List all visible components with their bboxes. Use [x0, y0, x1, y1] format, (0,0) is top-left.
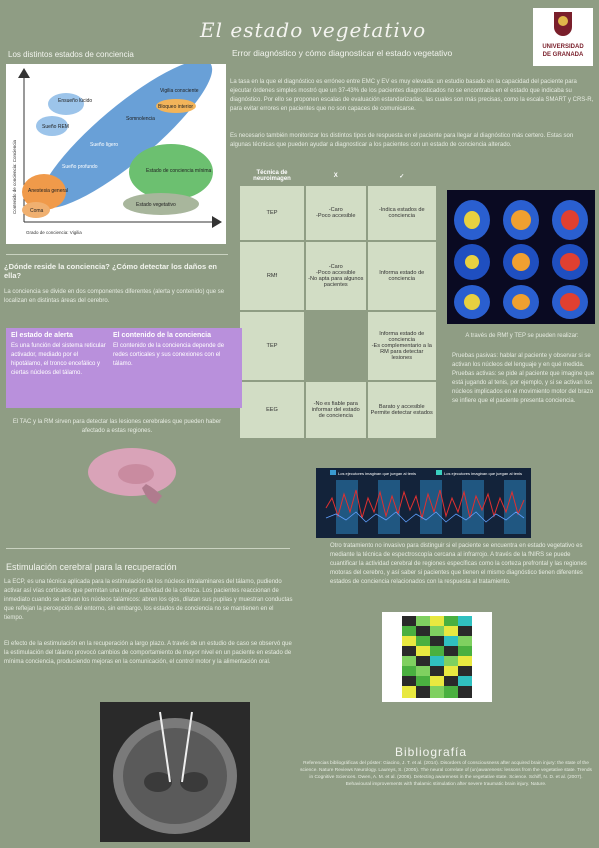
content-title: El contenido de la conciencia	[113, 332, 212, 339]
bibliography-heading: Bibliografía	[395, 745, 468, 759]
label-drowsy: Somnolencia	[126, 116, 155, 122]
bibliography-text: Referencias bibliográficas del póster: G…	[300, 761, 592, 787]
content-box: El contenido de la conciencia El conteni…	[108, 328, 242, 408]
brain-xray-image	[100, 702, 250, 842]
x-arrow-icon	[212, 216, 222, 228]
diagram-xlabel: Grado de conciencia: Vigilia	[26, 230, 82, 235]
mri-row-2	[454, 244, 588, 280]
diagram-ylabel: Contenido de conciencia: Conciencia	[12, 139, 17, 214]
diagnosis-heading: Error diagnóstico y cómo diagnosticar el…	[232, 48, 453, 58]
region-mcs	[129, 144, 213, 200]
table-cons: -Caro -Poco accesible -No apta para algu…	[304, 240, 368, 312]
region-coma	[22, 202, 50, 218]
electrode-icon	[181, 711, 193, 783]
mri-row-1	[454, 200, 588, 240]
mri-row-3	[454, 285, 588, 319]
techniques-table: Técnica de neuroimagen X ✓ TEP -Caro -Po…	[238, 168, 439, 440]
legend-label-1: Los ejecutores imaginan que juegan al te…	[338, 471, 416, 476]
fnirs-signal-blue	[325, 511, 525, 523]
mri-svg	[454, 200, 588, 319]
fnirs-signal-red	[325, 489, 525, 520]
table-pros: Informa estado de conciencia	[365, 240, 439, 312]
label-coma: Coma	[30, 208, 44, 214]
alert-title: El estado de alerta	[11, 332, 73, 339]
legend-swatch-2	[436, 470, 442, 475]
table-pros: Barato y accesible Permite detectar esta…	[365, 380, 439, 440]
left-heading: Los distintos estados de conciencia	[8, 50, 134, 59]
stimulation-paragraph-1: La ECP, es una técnica aplicada para la …	[4, 579, 293, 621]
table-tech: RMf	[238, 240, 306, 312]
region-rem	[36, 116, 68, 136]
diagram-svg: Ensueño lúcido Vigilia consciente Sueño …	[12, 60, 222, 235]
diagnosis-paragraph-1: La tasa en la que el diagnóstico es erró…	[230, 79, 594, 112]
thalamus-icon	[118, 464, 154, 484]
techniques-table-grid: Técnica de neuroimagen X ✓ TEP -Caro -Po…	[238, 168, 439, 440]
table-cons	[304, 310, 368, 382]
region-vegetative	[123, 193, 199, 215]
table-header-cons: X	[333, 173, 338, 179]
label-lucid: Ensueño lúcido	[58, 98, 92, 104]
legend-swatch-1	[330, 470, 336, 475]
label-awake: Vigilia consciente	[160, 88, 199, 94]
region-anesthesia	[22, 174, 66, 210]
region-awake	[39, 60, 213, 208]
question-heading: ¿Dónde reside la conciencia? ¿Cómo detec…	[4, 262, 217, 280]
consciousness-diagram: Ensueño lúcido Vigilia consciente Sueño …	[6, 60, 226, 244]
label-locked: Bloqueo interior	[158, 104, 193, 110]
table-pros: -Indica estados de conciencia	[365, 184, 439, 242]
crest-icon	[554, 12, 572, 36]
fnirs-paragraph: Otro tratamiento no invasivo para distin…	[330, 543, 587, 585]
question-paragraph: La conciencia se divide en dos component…	[4, 289, 225, 304]
table-tech: TEP	[238, 310, 306, 382]
legend-label-2: Los ejecutores imaginan que juegan al te…	[444, 471, 522, 476]
stimulation-heading: Estimulación cerebral para la recuperaci…	[6, 562, 177, 572]
brain-svg	[88, 448, 176, 504]
alert-box: El estado de alerta Es una función del s…	[6, 328, 112, 408]
mri-paragraph: Pruebas pasivas: hablar al paciente y ob…	[452, 353, 595, 404]
label-anesthesia: Anestesia general	[28, 188, 68, 194]
heatmap-image	[382, 612, 492, 702]
tac-paragraph: El TAC y la RM sirven para detectar las …	[12, 419, 222, 434]
label-mcs: Estado de conciencia mínima	[146, 168, 212, 174]
electrode-icon	[159, 711, 171, 783]
region-locked-in	[156, 99, 196, 113]
heatmap-svg	[402, 616, 472, 698]
fnirs-svg: Los ejecutores imaginan que juegan al te…	[325, 470, 526, 534]
university-logo: UNIVERSIDAD DE GRANADA	[533, 8, 593, 66]
heatmap-cells	[402, 616, 472, 698]
table-header-technique: Técnica de neuroimagen	[253, 170, 291, 182]
label-vegetative: Estado vegetativo	[136, 202, 176, 208]
section-divider-2	[6, 548, 290, 549]
label-deep-sleep: Sueño profundo	[62, 164, 98, 170]
table-cons: -No es fiable para informar del estado d…	[304, 380, 368, 440]
logo-line1: UNIVERSIDAD	[542, 44, 584, 50]
alert-text: Es una función del sistema reticular act…	[11, 343, 106, 376]
table-tech: TEP	[238, 184, 306, 242]
label-rem: Sueño REM	[42, 124, 69, 130]
region-lucid	[48, 93, 84, 115]
mri-scan-image	[447, 190, 595, 324]
section-divider	[6, 254, 228, 255]
logo-line2: DE GRANADA	[542, 52, 584, 58]
diagnosis-paragraph-2: Es necesario también monitorizar los dis…	[230, 133, 574, 148]
brain-illustration	[82, 444, 182, 506]
table-cons: -Caro -Poco accesible	[304, 184, 368, 242]
brainstem-icon	[142, 484, 162, 504]
fnirs-graph: Los ejecutores imaginan que juegan al te…	[316, 468, 531, 538]
poster-title: El estado vegetativo	[200, 18, 427, 42]
table-tech: EEG	[238, 380, 306, 440]
mri-caption: A través de RMf y TEP se pueden realizar…	[465, 333, 579, 339]
stimulation-paragraph-2: El efecto de la estimulación en la recup…	[4, 641, 292, 665]
label-light-sleep: Sueño ligero	[90, 142, 118, 148]
xray-svg	[100, 702, 250, 842]
brain-tissue-icon	[123, 728, 227, 824]
table-pros: Informa estado de conciencia -Es complem…	[365, 310, 439, 382]
table-header-pros: ✓	[399, 173, 405, 180]
y-arrow-icon	[18, 68, 30, 78]
content-text: El contenido de la conciencia depende de…	[113, 343, 225, 367]
